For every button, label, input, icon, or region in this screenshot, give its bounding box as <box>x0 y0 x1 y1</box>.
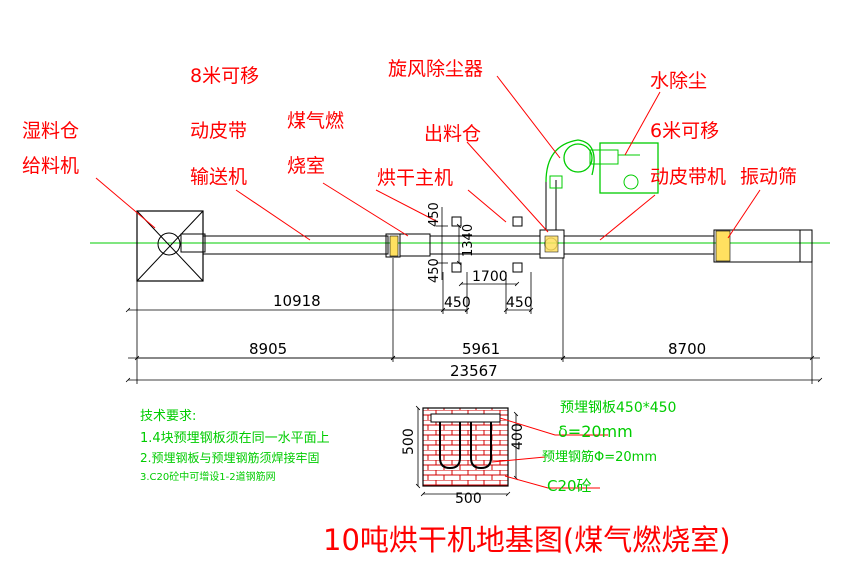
dim-450-top: 450 <box>427 202 442 227</box>
dimension-lines <box>125 207 823 384</box>
tech-note-1: 1.4块预埋钢板须在同一水平面上 <box>140 431 330 446</box>
detail-height: 500 <box>401 428 417 455</box>
dim-8905: 8905 <box>249 340 287 358</box>
dim-1340: 1340 <box>461 224 476 257</box>
dim-450-b: 450 <box>506 295 533 311</box>
water-dust-collector <box>599 142 659 194</box>
label-outlet-bin: 出料仓 <box>424 123 481 145</box>
dim-450-bottom: 450 <box>427 258 442 283</box>
belt-6m <box>563 235 715 255</box>
detail-width: 500 <box>455 491 482 507</box>
vibrating-screen <box>713 229 813 263</box>
label-belt6-2: 动皮带机 <box>650 166 726 188</box>
detail-thickness: δ=20mm <box>558 422 633 441</box>
label-vibrating-screen: 振动筛 <box>740 166 797 188</box>
dim-450-a: 450 <box>444 295 471 311</box>
label-wet-bin-2: 给料机 <box>22 155 79 177</box>
tech-note-2: 2.预埋钢板与预埋钢筋须焊接牢固 <box>140 450 319 465</box>
belt-8m <box>202 233 401 258</box>
foundation-detail: 500 500 400 <box>401 405 608 507</box>
leader-lines <box>95 75 761 241</box>
label-cyclone: 旋风除尘器 <box>388 58 483 80</box>
label-wet-bin-1: 湿料仓 <box>22 120 79 142</box>
label-water-dust: 水除尘 <box>650 70 707 92</box>
label-burner-1: 煤气燃 <box>287 110 344 132</box>
detail-inner-height: 400 <box>510 423 526 450</box>
drawing-title: 10吨烘干机地基图(煤气燃烧室) <box>323 523 731 557</box>
label-belt8-3: 输送机 <box>190 166 247 188</box>
tech-note-3: 3.C20砼中可增设1-2道钢筋网 <box>140 470 276 483</box>
dim-23567: 23567 <box>450 362 498 380</box>
dim-1700: 1700 <box>472 269 508 285</box>
dryer-main <box>429 216 541 273</box>
dim-8700: 8700 <box>668 340 706 358</box>
tech-notes: 技术要求: 1.4块预埋钢板须在同一水平面上 2.预埋钢板与预埋钢筋须焊接牢固 … <box>140 409 330 483</box>
tech-notes-heading: 技术要求: <box>140 409 196 424</box>
outlet-bin <box>539 180 565 259</box>
detail-rebar: 预埋钢筋Φ=20mm <box>542 449 657 465</box>
detail-concrete: C20砼 <box>547 477 592 495</box>
dim-5961: 5961 <box>462 340 500 358</box>
label-dryer-main: 烘干主机 <box>377 167 453 189</box>
label-belt8-2: 动皮带 <box>190 120 247 142</box>
label-belt8-1: 8米可移 <box>190 65 259 87</box>
dim-10918: 10918 <box>273 292 321 310</box>
label-belt6-1: 6米可移 <box>650 120 719 142</box>
detail-plate: 预埋钢板450*450 <box>560 400 676 416</box>
label-burner-2: 烧室 <box>287 155 325 177</box>
gas-burner <box>399 233 431 257</box>
cyclone-collector <box>545 139 619 189</box>
